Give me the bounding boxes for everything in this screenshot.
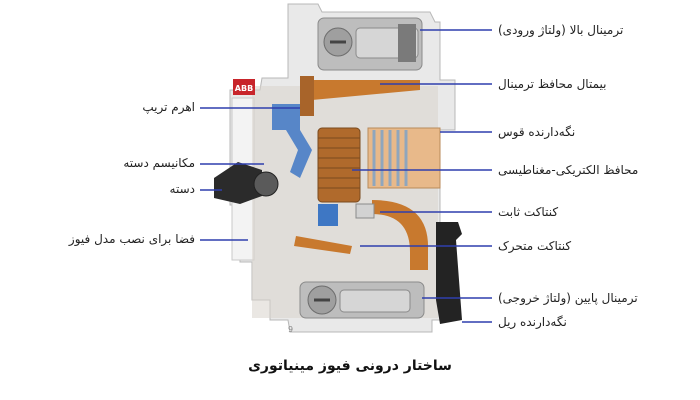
label-bottom-terminal: ترمینال پایین (ولتاژ خروجی) [498,291,638,305]
label-moving-contact: کنتاکت متحرک [498,239,572,253]
label-terminal-bimetal: بیمتال محافظ ترمینال [498,77,607,91]
trip-mechanism-part [272,104,338,226]
leader-lines [200,29,492,323]
label-arc-holder: نگه‌دارنده قوس [498,125,576,139]
bimetal-part [300,76,420,116]
top-terminal-part [317,17,423,71]
label-mounting-space: فضا برای نصب مدل فیوز [68,232,195,246]
copper-conductor [372,200,429,270]
label-handle: دسته [169,182,195,196]
label-fixed-contact: کنتاکت ثابت [498,205,559,219]
contacts-part [294,203,375,254]
handle-part [214,162,279,204]
rail-clip-part [436,222,462,324]
coil-part [317,127,361,203]
brand-sticker: ABB [233,79,255,95]
bottom-terminal-part [299,281,425,319]
diagram-caption: ساختار درونی فیوز مینیاتوری [248,358,452,374]
label-electromagnetic-protector: محافظ الکتریکی-مغناطیسی [498,163,639,177]
label-rail-holder: نگه‌دارنده ریل [498,315,567,329]
label-trip-lever: اهرم تریپ [142,100,195,114]
corner-mark: 9 [288,325,293,334]
arc-chute-part [367,127,441,189]
label-handle-mechanism: مکانیسم دسته [123,156,195,170]
label-top-terminal: ترمینال بالا (ولتاژ ورودی) [498,23,624,37]
brand-mark: ABB [235,84,253,93]
